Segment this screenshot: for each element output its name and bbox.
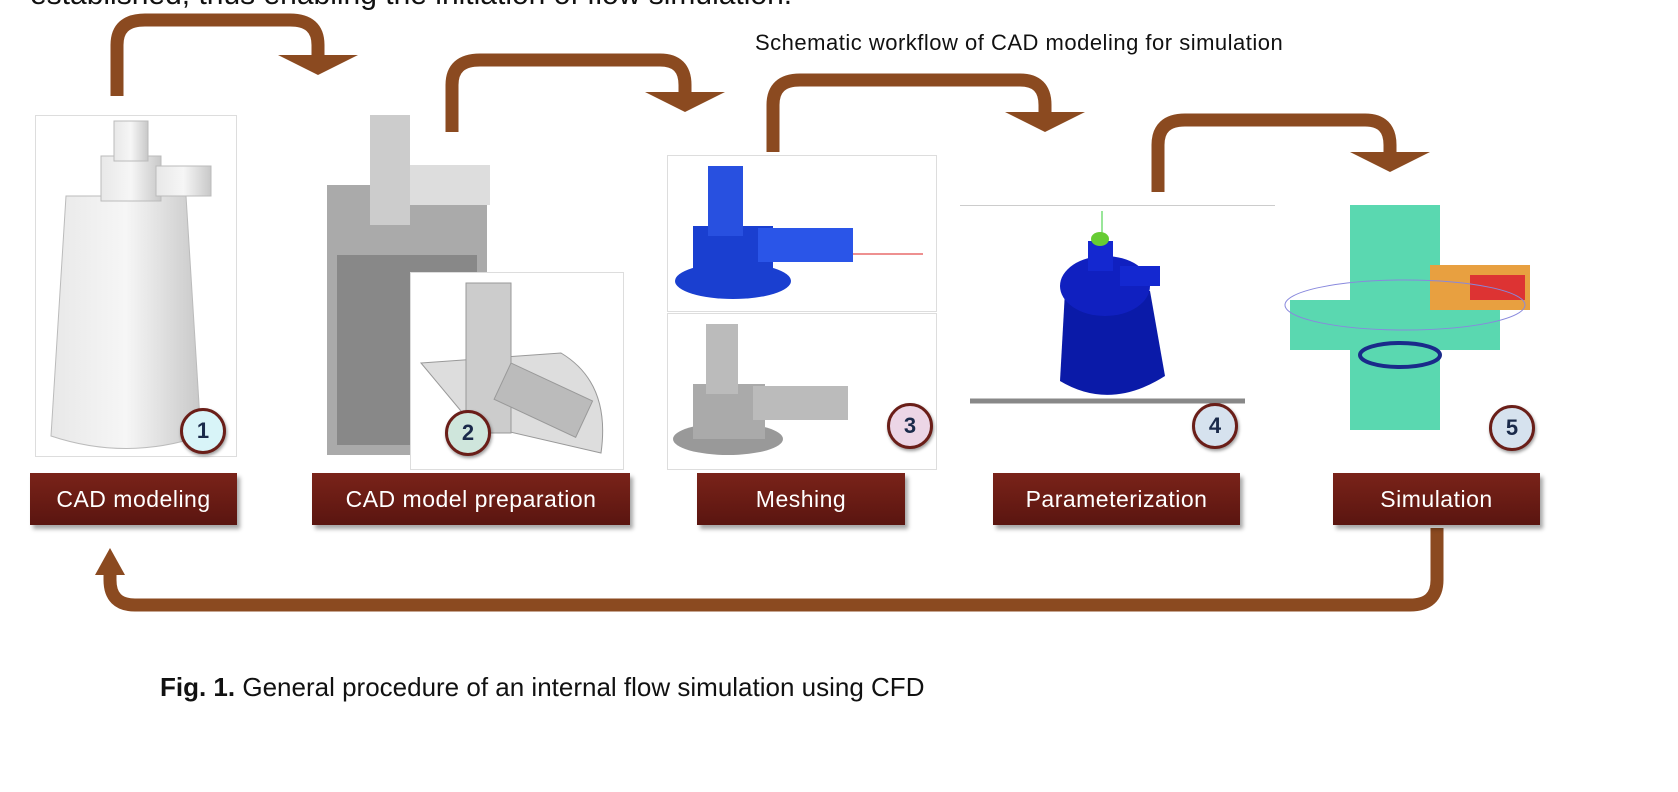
body-text-fragment: established, thus enabling the initiatio… [30,0,792,12]
caption-prefix: Fig. 1. [160,672,236,702]
step-badge-5: 5 [1489,405,1535,451]
step-label-cad-modeling: CAD modeling [30,473,237,525]
step-label-simulation: Simulation [1333,473,1540,525]
schematic-title: Schematic workflow of CAD modeling for s… [755,30,1284,55]
caption-text: General procedure of an internal flow si… [235,672,925,702]
cad-model-image [35,115,237,457]
mesh-blue-image [667,155,937,312]
step-badge-3: 3 [887,403,933,449]
figure-caption: Fig. 1. General procedure of an internal… [160,672,924,703]
step-label-meshing: Meshing [697,473,905,525]
step-label-parameterization: Parameterization [993,473,1240,525]
step-label-cad-model-preparation: CAD model preparation [312,473,630,525]
mesh-grey-image [667,313,937,470]
step-badge-2: 2 [445,410,491,456]
simulation-image [1280,185,1535,432]
parameterization-image [960,205,1275,416]
step-badge-4: 4 [1192,403,1238,449]
step-badge-1: 1 [180,408,226,454]
